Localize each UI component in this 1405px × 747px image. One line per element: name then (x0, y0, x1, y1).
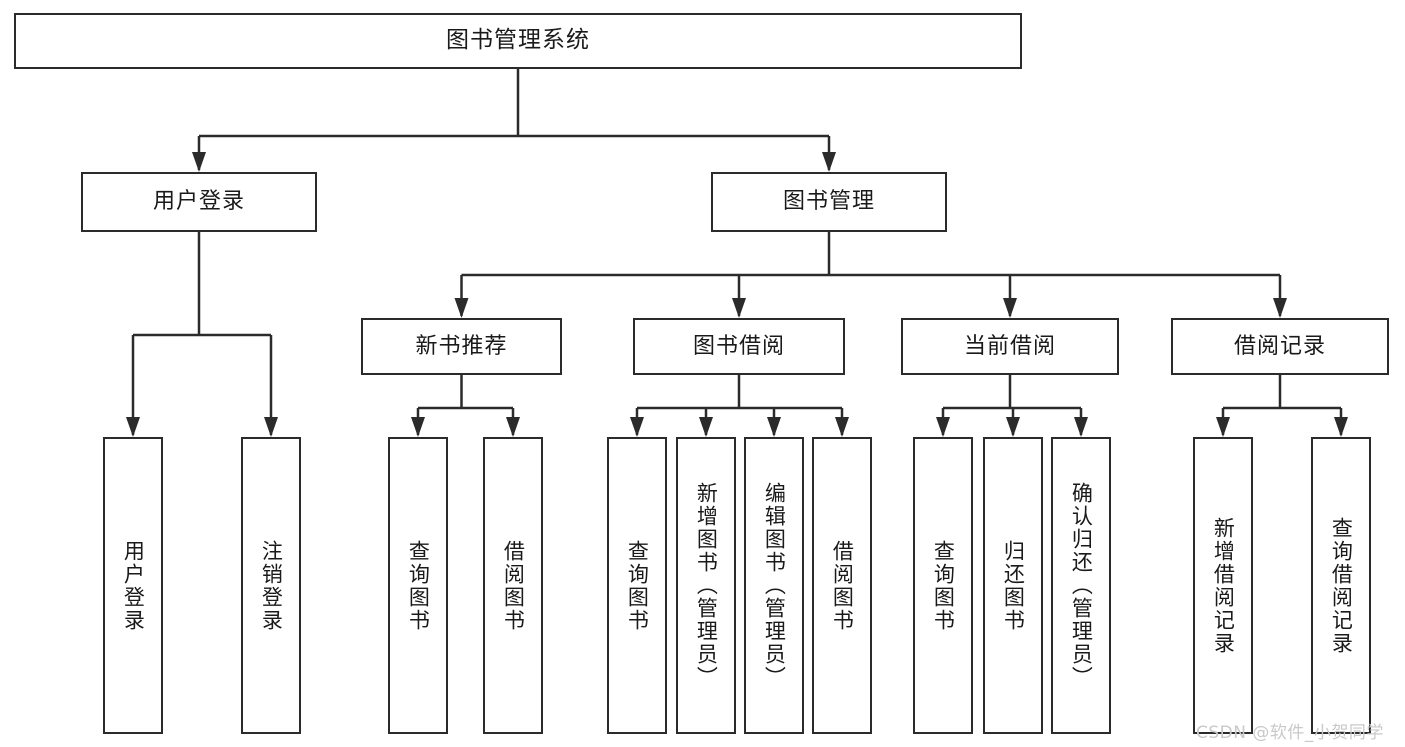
node-label: 新增借阅记录 (1211, 516, 1236, 655)
node-book-manage[interactable]: 图书管理 (711, 172, 947, 232)
node-label: 查询图书 (931, 539, 956, 632)
watermark-text: CSDN @软件_小贺同学 (1196, 723, 1384, 743)
node-leaf-user-login[interactable]: 用户登录 (103, 437, 163, 734)
node-label: 查询借阅记录 (1329, 516, 1354, 655)
node-label: 新书推荐 (415, 333, 508, 359)
node-current-borrow[interactable]: 当前借阅 (901, 318, 1119, 375)
node-leaf-add-book[interactable]: 新增图书（管理员） (676, 437, 736, 734)
arrowhead (1334, 417, 1348, 437)
node-leaf-return-book[interactable]: 归还图书 (983, 437, 1043, 734)
node-label: 借阅记录 (1233, 333, 1326, 359)
node-book-borrow[interactable]: 图书借阅 (633, 318, 845, 375)
arrowhead (835, 417, 849, 437)
arrowhead (936, 417, 950, 437)
arrowhead (1074, 417, 1088, 437)
node-leaf-logout[interactable]: 注销登录 (241, 437, 301, 734)
node-root[interactable]: 图书管理系统 (14, 13, 1022, 69)
arrowhead (699, 417, 713, 437)
node-leaf-query-record[interactable]: 查询借阅记录 (1311, 437, 1371, 734)
node-label: 当前借阅 (963, 333, 1056, 359)
node-label: 新增图书（管理员） (694, 482, 719, 689)
node-leaf-borrow-book-2[interactable]: 借阅图书 (812, 437, 872, 734)
node-leaf-borrow-book-1[interactable]: 借阅图书 (483, 437, 543, 734)
node-leaf-query-book-3[interactable]: 查询图书 (913, 437, 973, 734)
arrowhead (454, 298, 469, 318)
arrowhead (1273, 298, 1287, 318)
node-label: 借阅图书 (501, 539, 526, 632)
arrowhead (630, 417, 644, 437)
arrowhead (1006, 417, 1020, 437)
arrowhead (506, 417, 520, 437)
node-leaf-query-book-1[interactable]: 查询图书 (388, 437, 448, 734)
arrowhead (822, 152, 836, 172)
node-label: 查询图书 (406, 539, 431, 632)
node-label: 用户登录 (152, 189, 245, 215)
node-label: 编辑图书（管理员） (762, 482, 787, 689)
node-label: 图书管理系统 (446, 27, 590, 54)
node-label: 确认归还（管理员） (1069, 482, 1094, 689)
node-label: 借阅图书 (830, 539, 855, 632)
node-user-login[interactable]: 用户登录 (81, 172, 317, 232)
arrowhead (411, 417, 425, 437)
node-leaf-query-book-2[interactable]: 查询图书 (607, 437, 667, 734)
node-leaf-confirm-return[interactable]: 确认归还（管理员） (1051, 437, 1111, 734)
node-label: 注销登录 (259, 539, 284, 632)
arrowhead (767, 417, 781, 437)
node-leaf-edit-book[interactable]: 编辑图书（管理员） (744, 437, 804, 734)
node-label: 查询图书 (625, 539, 650, 632)
node-leaf-add-record[interactable]: 新增借阅记录 (1193, 437, 1253, 734)
arrowhead (1003, 298, 1017, 318)
arrowhead (1216, 417, 1230, 437)
arrowhead (732, 298, 746, 318)
node-label: 图书管理 (782, 189, 875, 215)
node-label: 图书借阅 (692, 333, 785, 359)
arrowhead (126, 417, 140, 437)
node-label: 用户登录 (121, 539, 146, 632)
arrowhead (192, 152, 206, 172)
node-label: 归还图书 (1001, 539, 1026, 632)
node-borrow-record[interactable]: 借阅记录 (1171, 318, 1389, 375)
arrowhead (264, 417, 278, 437)
node-new-book-rec[interactable]: 新书推荐 (361, 318, 562, 375)
